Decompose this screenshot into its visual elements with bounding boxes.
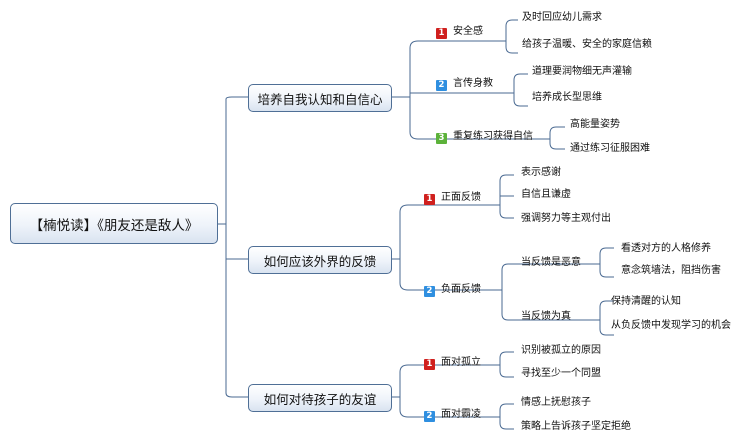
leaf-topic[interactable]: 策略上告诉孩子坚定拒绝 (521, 421, 631, 432)
leaf-topic[interactable]: 寻找至少一个同盟 (521, 368, 601, 379)
leaf-topic[interactable]: 自信且谦虚 (521, 189, 571, 200)
root-topic-label: 【楠悦读】《朋友还是敌人》 (29, 217, 199, 234)
subtopic-negative-feedback[interactable]: 2 负面反馈 (424, 284, 481, 297)
branch-label: 如何对待孩子的友谊 (263, 391, 377, 407)
leaf-topic[interactable]: 识别被孤立的原因 (521, 345, 601, 356)
leaf-topic[interactable]: 高能量姿势 (570, 119, 620, 130)
leaf-topic[interactable]: 道理要润物细无声灌输 (532, 66, 632, 77)
priority-badge: 2 (436, 80, 447, 91)
branch-friendship[interactable]: 如何对待孩子的友谊 (248, 384, 392, 412)
leaf-topic[interactable]: 通过练习征服困难 (570, 143, 650, 154)
subtopic-label: 重复练习获得自信 (453, 131, 533, 142)
branch-label: 培养自我认知和自信心 (257, 91, 383, 107)
subtopic-label: 言传身教 (453, 78, 493, 89)
subtopic-security[interactable]: 1 安全感 (436, 26, 483, 39)
leaf-topic[interactable]: 表示感谢 (521, 167, 561, 178)
branch-external-feedback[interactable]: 如何应该外界的反馈 (248, 246, 392, 274)
subtopic-label: 安全感 (453, 26, 483, 37)
subtopic-label: 负面反馈 (441, 284, 481, 295)
leaf-topic[interactable]: 给孩子温暖、安全的家庭信赖 (522, 39, 652, 50)
priority-badge: 1 (436, 28, 447, 39)
subtopic-positive-feedback[interactable]: 1 正面反馈 (424, 192, 481, 205)
subtopic-isolation[interactable]: 1 面对孤立 (424, 357, 481, 370)
leaf-topic[interactable]: 及时回应幼儿需求 (522, 12, 602, 23)
leaf-topic[interactable]: 从负反馈中发现学习的机会 (611, 320, 731, 331)
priority-badge: 3 (436, 133, 447, 144)
subtopic-label: 面对霸凌 (441, 409, 481, 420)
priority-badge: 1 (424, 359, 435, 370)
subtopic-label: 正面反馈 (441, 192, 481, 203)
leaf-topic[interactable]: 看透对方的人格修养 (621, 243, 711, 254)
leaf-topic[interactable]: 强调努力等主观付出 (521, 213, 611, 224)
subtopic-bullying[interactable]: 2 面对霸凌 (424, 409, 481, 422)
subtopic-repeat-practice[interactable]: 3 重复练习获得自信 (436, 131, 533, 144)
leaf-topic[interactable]: 培养成长型思维 (532, 92, 602, 103)
branch-label: 如何应该外界的反馈 (263, 253, 377, 269)
branch-self-awareness[interactable]: 培养自我认知和自信心 (248, 84, 392, 112)
subtopic-true-feedback[interactable]: 当反馈为真 (521, 311, 571, 322)
priority-badge: 2 (424, 286, 435, 297)
leaf-topic[interactable]: 意念筑墙法，阻挡伤害 (621, 265, 721, 276)
subtopic-malicious-feedback[interactable]: 当反馈是恶意 (521, 257, 581, 268)
subtopic-label: 面对孤立 (441, 357, 481, 368)
subtopic-lead-by-example[interactable]: 2 言传身教 (436, 78, 493, 91)
root-topic[interactable]: 【楠悦读】《朋友还是敌人》 (10, 203, 218, 244)
leaf-topic[interactable]: 保持清醒的认知 (611, 296, 681, 307)
leaf-topic[interactable]: 情感上抚慰孩子 (521, 397, 591, 408)
priority-badge: 1 (424, 194, 435, 205)
priority-badge: 2 (424, 411, 435, 422)
